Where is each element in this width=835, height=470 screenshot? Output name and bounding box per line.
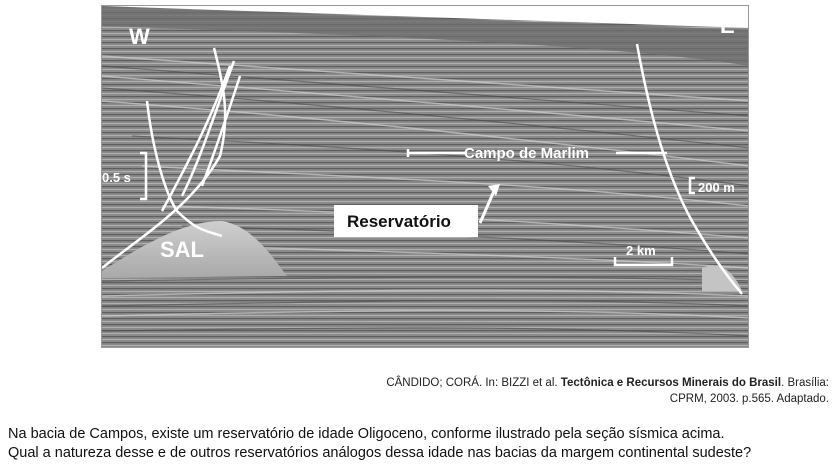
label-distance-scale: 2 km <box>626 243 656 258</box>
seismic-section-figure: W E 0.5 s SAL Campo de Marlim 200 m 2 km… <box>101 5 749 348</box>
label-depth-scale: 200 m <box>698 180 735 195</box>
credit-rest: . Brasília: <box>781 377 829 389</box>
label-west: W <box>129 24 150 49</box>
credit-title: Tectônica e Recursos Minerais do Brasil <box>560 377 782 389</box>
label-salt: SAL <box>160 237 204 262</box>
label-reservoir: Reservatório <box>347 212 451 231</box>
label-time-scale: 0.5 s <box>102 170 131 185</box>
reservoir-label-box <box>334 205 478 237</box>
label-east: E <box>720 13 735 38</box>
question-text: Na bacia de Campos, existe um reservatór… <box>8 425 828 463</box>
seismic-section-image: W E 0.5 s SAL Campo de Marlim 200 m 2 km… <box>102 6 748 347</box>
credit-line-1: CÂNDIDO; CORÁ. In: BIZZI et al. Tectônic… <box>309 375 829 391</box>
figure-credit: CÂNDIDO; CORÁ. In: BIZZI et al. Tectônic… <box>309 375 829 407</box>
label-campo-de-marlim: Campo de Marlim <box>464 145 589 162</box>
question-line-2: Qual a natureza desse e de outros reserv… <box>8 445 752 461</box>
question-line-1: Na bacia de Campos, existe um reservatór… <box>8 426 725 442</box>
credit-authors: CÂNDIDO; CORÁ. In: BIZZI et al. <box>386 377 561 389</box>
credit-line-2: CPRM, 2003. p.565. Adaptado. <box>669 393 829 405</box>
